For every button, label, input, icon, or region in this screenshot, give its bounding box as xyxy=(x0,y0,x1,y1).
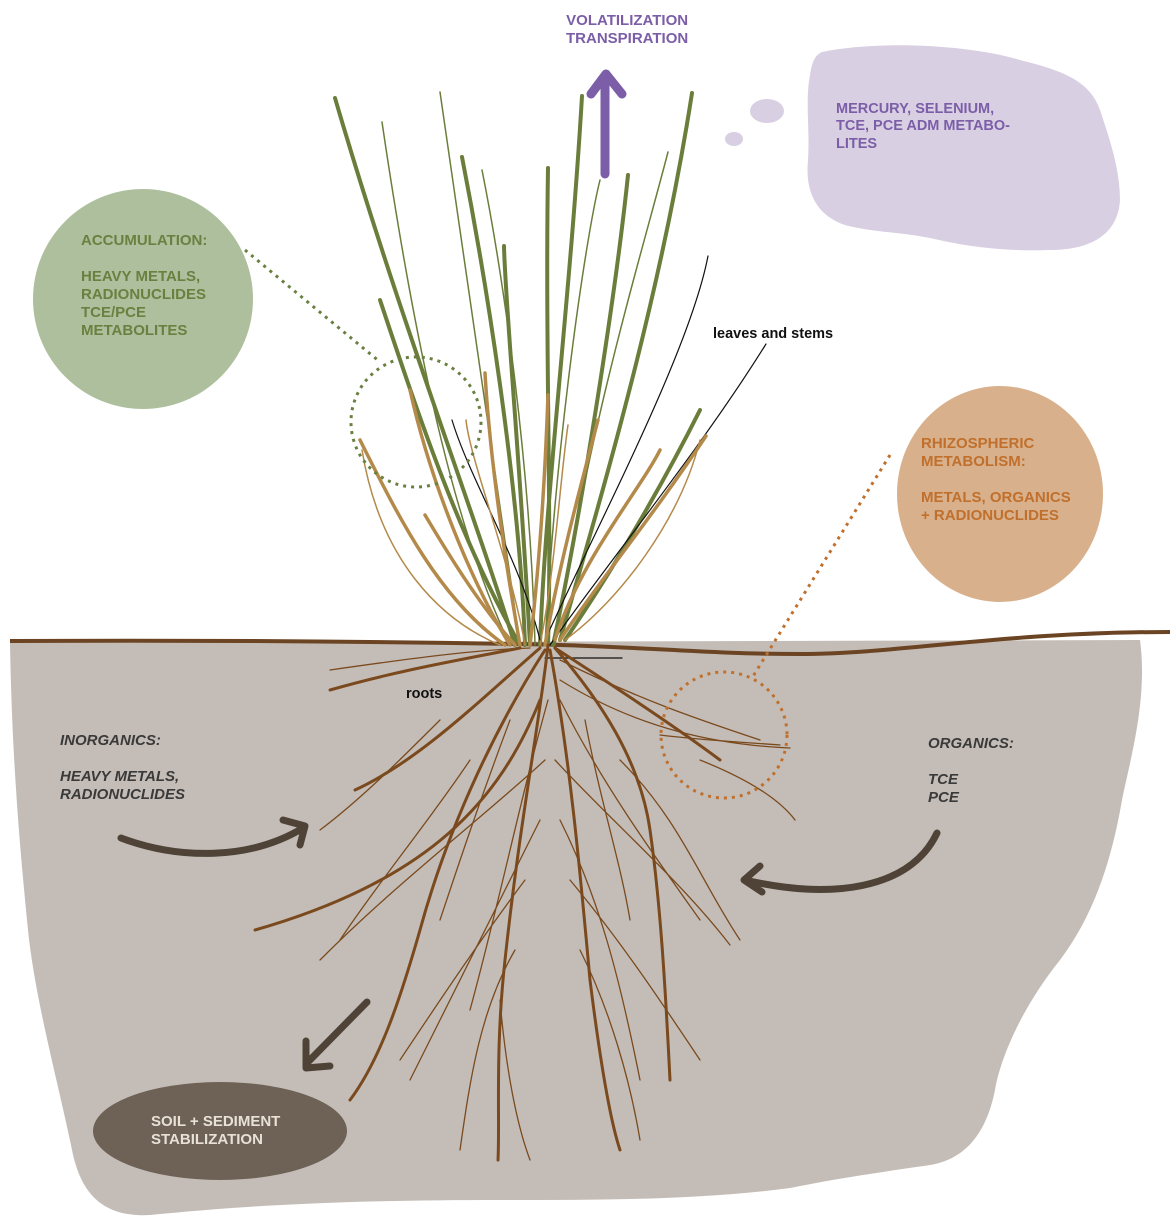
accumulation-label: ACCUMULATION: HEAVY METALS, RADIONUCLIDE… xyxy=(81,232,207,340)
organics-line1: TCE xyxy=(928,771,1014,789)
organics-line2: PCE xyxy=(928,789,1014,807)
leaves-and-stems xyxy=(335,92,766,658)
cloud-line3: LITES xyxy=(836,136,1010,153)
volatilization-line2: TRANSPIRATION xyxy=(566,30,688,48)
accumulation-line3: TCE/PCE xyxy=(81,304,207,322)
accumulation-line2: RADIONUCLIDES xyxy=(81,286,207,304)
leaves-and-stems-label: leaves and stems xyxy=(713,326,833,343)
inorganics-title: INORGANICS: xyxy=(60,732,185,750)
accumulation-line4: METABOLITES xyxy=(81,322,207,340)
roots-label: roots xyxy=(406,686,442,703)
rhizospheric-label: RHIZOSPHERIC METABOLISM: METALS, ORGANIC… xyxy=(921,435,1071,525)
inorganics-label: INORGANICS: HEAVY METALS, RADIONUCLIDES xyxy=(60,732,185,804)
accumulation-title: ACCUMULATION: xyxy=(81,232,207,250)
volatilization-line1: VOLATILIZATION xyxy=(566,12,688,30)
rhizospheric-line2: METABOLISM: xyxy=(921,453,1071,471)
rhizospheric-line4: + RADIONUCLIDES xyxy=(921,507,1071,525)
rhizospheric-line3: METALS, ORGANICS xyxy=(921,489,1071,507)
accumulation-line1: HEAVY METALS, xyxy=(81,268,207,286)
organics-title: ORGANICS: xyxy=(928,735,1014,753)
up-arrow xyxy=(591,74,622,174)
rhizospheric-line1: RHIZOSPHERIC xyxy=(921,435,1071,453)
stabilization-label: SOIL + SEDIMENT STABILIZATION xyxy=(151,1113,280,1149)
volatilization-label: VOLATILIZATION TRANSPIRATION xyxy=(566,12,688,48)
cloud-line1: MERCURY, SELENIUM, xyxy=(836,101,1010,118)
inorganics-line1: HEAVY METALS, xyxy=(60,768,185,786)
cloud-line2: TCE, PCE ADM METABO- xyxy=(836,118,1010,135)
organics-label: ORGANICS: TCE PCE xyxy=(928,735,1014,807)
cloud-label: MERCURY, SELENIUM, TCE, PCE ADM METABO- … xyxy=(836,101,1010,153)
inorganics-line2: RADIONUCLIDES xyxy=(60,786,185,804)
stabilization-line1: SOIL + SEDIMENT xyxy=(151,1113,280,1131)
stabilization-line2: STABILIZATION xyxy=(151,1131,280,1149)
